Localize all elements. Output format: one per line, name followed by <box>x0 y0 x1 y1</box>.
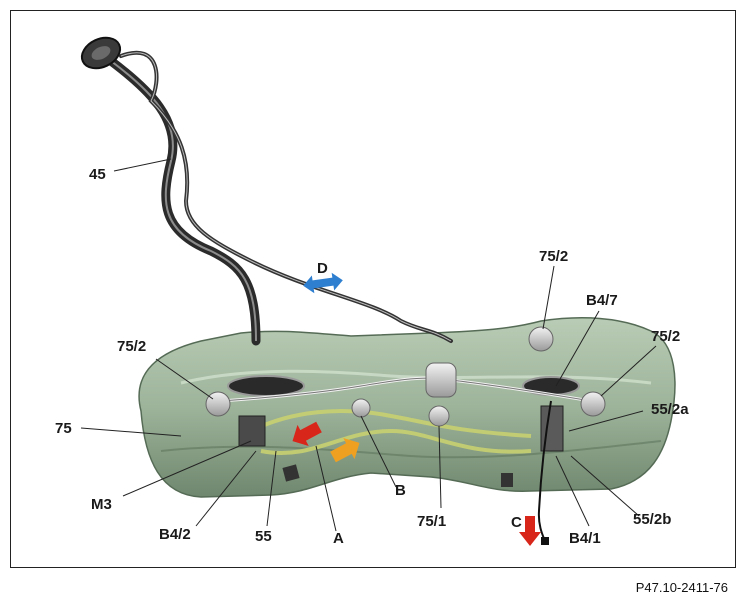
label-55-2a: 55/2a <box>651 401 689 418</box>
vent-valve-left <box>205 391 231 417</box>
label-d: D <box>317 260 328 277</box>
leader-lines <box>80 158 657 532</box>
label-c: C <box>511 514 522 531</box>
arrow-red-down-c <box>519 516 541 546</box>
internal-line-lower <box>260 428 532 455</box>
label-m3: M3 <box>91 496 112 513</box>
pump-block-left <box>238 415 266 447</box>
label-55: 55 <box>255 528 272 545</box>
label-75: 75 <box>55 420 72 437</box>
reference-code: P47.10-2411-76 <box>635 580 728 595</box>
label-75-2-right: 75/2 <box>651 328 680 345</box>
vent-valve-right <box>580 391 606 417</box>
label-75-2-top: 75/2 <box>539 248 568 265</box>
pump-block-right <box>540 405 564 452</box>
label-55-2b: 55/2b <box>633 511 671 528</box>
filler-neck-highlight <box>110 60 257 342</box>
label-75-2-left: 75/2 <box>117 338 146 355</box>
wiring-harness <box>537 400 552 542</box>
filler-neck-pipe <box>106 56 261 346</box>
connector-right <box>501 473 513 487</box>
tank-ridge <box>180 369 652 385</box>
feed-line-top-outline <box>220 377 592 402</box>
pump-opening-left <box>227 375 305 397</box>
tank-ridge-lower <box>160 440 662 459</box>
harness-plug <box>541 537 549 545</box>
arrow-blue-bidirectional <box>303 272 343 294</box>
internal-line-upper <box>250 409 532 438</box>
valve-75-1 <box>428 405 450 427</box>
label-75-1: 75/1 <box>417 513 446 530</box>
central-filter <box>425 362 457 398</box>
label-b4-2: B4/2 <box>159 526 191 543</box>
label-45: 45 <box>89 166 106 183</box>
connector-left <box>282 464 300 482</box>
filler-cap-inner <box>91 46 111 60</box>
arrow-orange-flow <box>330 437 360 463</box>
label-b4-1: B4/1 <box>569 530 601 547</box>
diagram-frame: 45 75 M3 B4/2 55 A B 75/1 C B4/1 55/2b 5… <box>10 10 736 568</box>
vent-pipe-highlight <box>120 52 452 342</box>
label-b: B <box>395 482 406 499</box>
fuel-tank-diagram: 45 75 M3 B4/2 55 A B 75/1 C B4/1 55/2b 5… <box>55 36 689 547</box>
label-b4-7: B4/7 <box>586 292 618 309</box>
label-a: A <box>333 530 344 547</box>
valve-b <box>351 398 371 418</box>
vent-valve-top <box>528 326 554 352</box>
vent-pipe <box>119 50 453 343</box>
arrow-red-flow <box>292 421 322 447</box>
